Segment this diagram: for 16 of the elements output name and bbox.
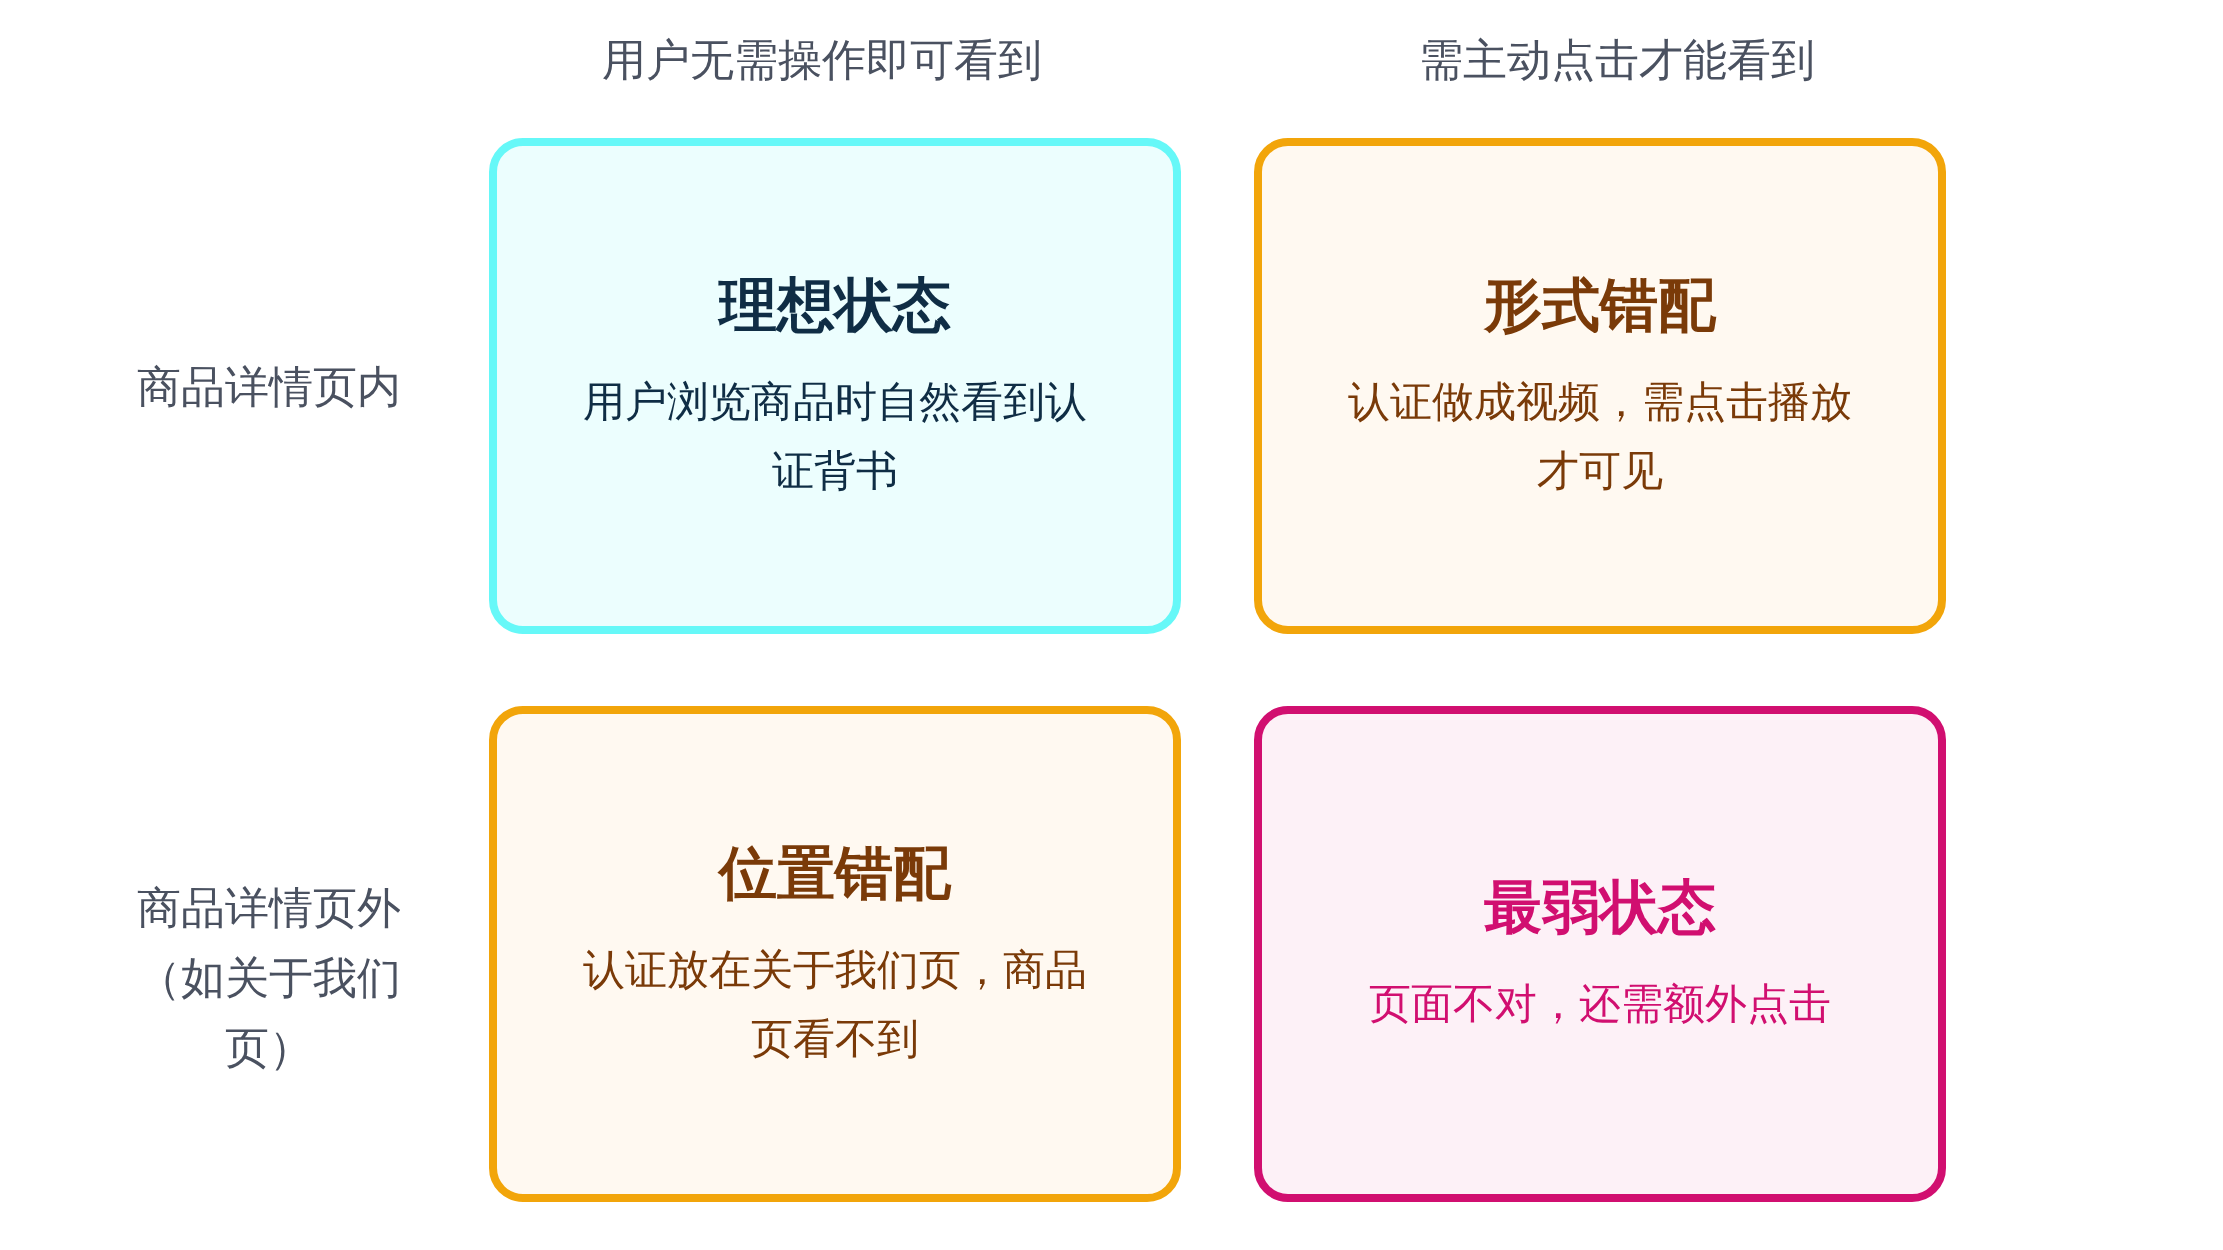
quadrant-card <box>1254 138 1946 634</box>
quadrant-description: 认证做成视频，需点击播放才可见 <box>1347 375 1853 497</box>
quadrant-title: 理想状态 <box>719 269 951 341</box>
column-header: 需主动点击才能看到 <box>1418 33 1816 87</box>
quadrant-card <box>1254 706 1946 1202</box>
column-header: 用户无需操作即可看到 <box>601 33 1043 87</box>
quadrant-title: 最弱状态 <box>1484 872 1716 944</box>
quadrant-description: 用户浏览商品时自然看到认证背书 <box>582 375 1088 497</box>
quadrant-title: 形式错配 <box>1484 269 1716 341</box>
quadrant-card <box>489 138 1181 634</box>
quadrant-card <box>489 706 1181 1202</box>
quadrant-description: 页面不对，还需额外点击 <box>1369 978 1831 1031</box>
quadrant-description: 认证放在关于我们页，商品页看不到 <box>582 943 1088 1065</box>
quadrant-title: 位置错配 <box>719 837 951 909</box>
row-header: 商品详情页外（如关于我们页） <box>136 880 402 1076</box>
row-header: 商品详情页内 <box>136 360 402 414</box>
